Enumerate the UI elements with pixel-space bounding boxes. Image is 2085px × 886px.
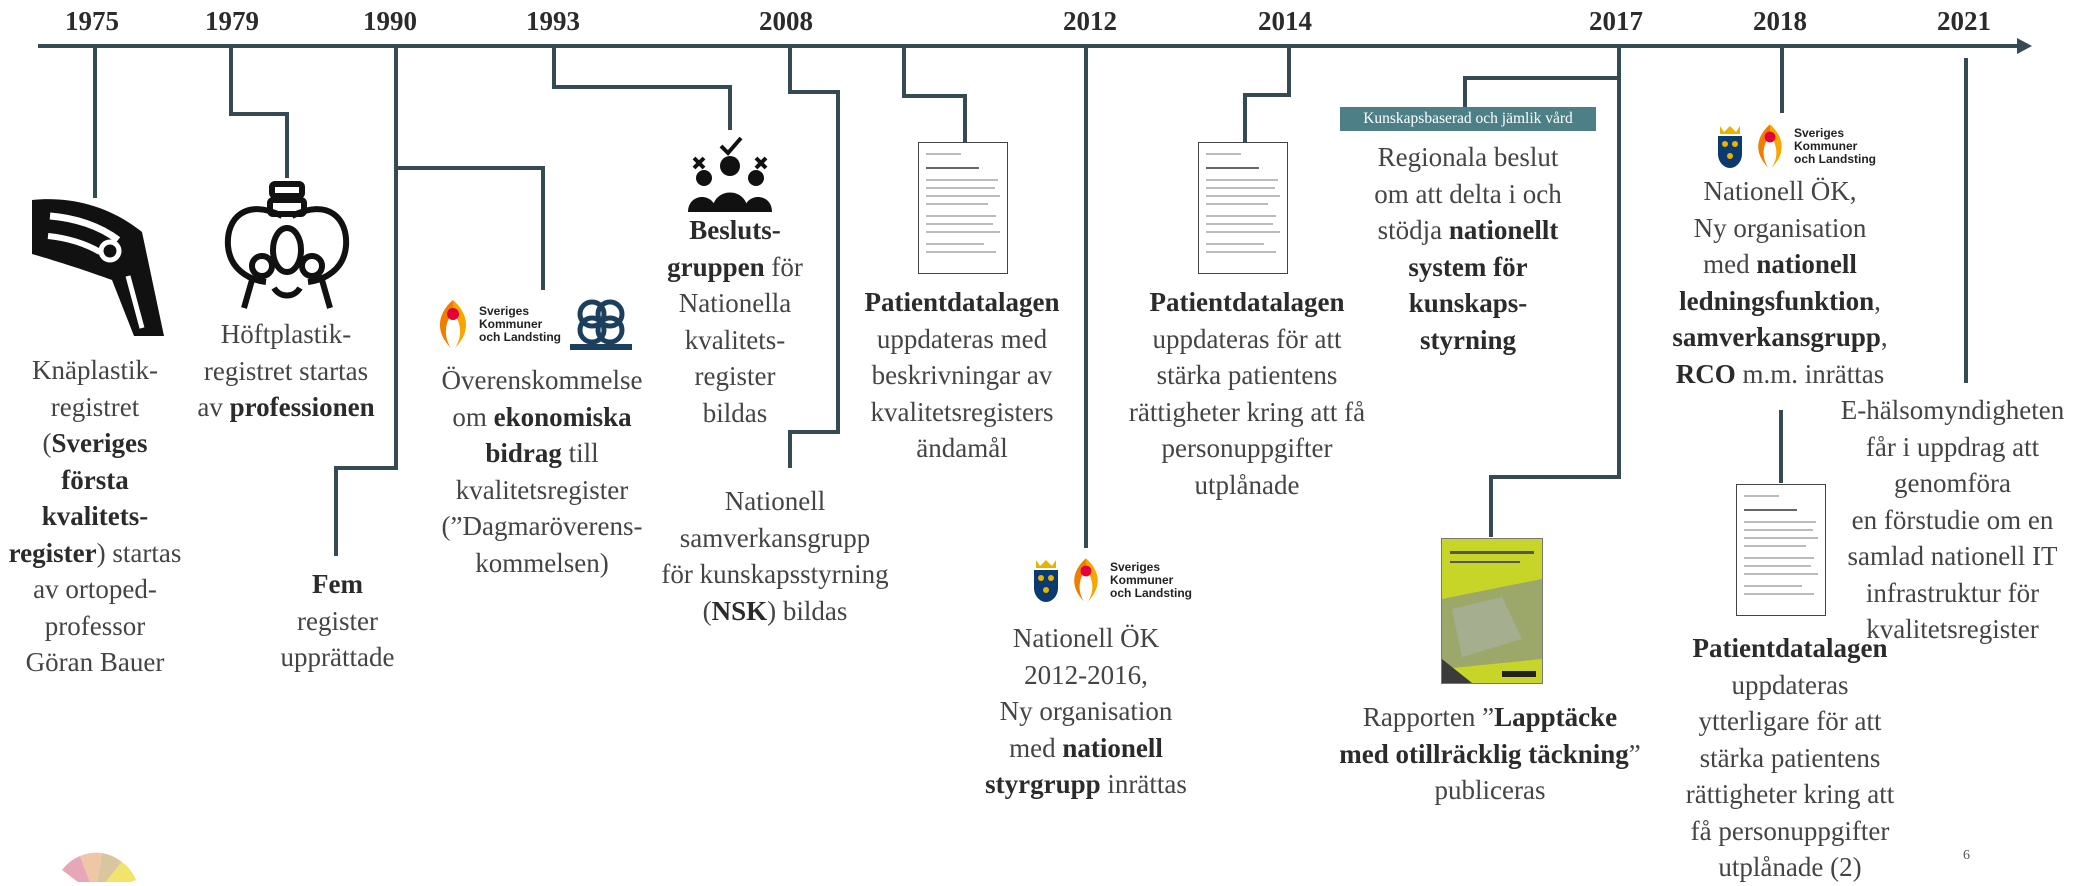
year-label-2008: 2008 — [759, 6, 813, 36]
event-2018-organisation-text: Nationell ÖK,Ny organisation med natione… — [1672, 176, 1888, 389]
year-label-2018: 2018 — [1753, 6, 1807, 36]
knee-prosthesis-icon — [32, 199, 164, 336]
decision-group-icon — [688, 136, 772, 212]
skl-logo-2012: Sverige​s Kommuner och Landsting — [1030, 556, 1192, 604]
pelvis-icon — [224, 181, 350, 309]
skl-name-line2: Kommuner — [479, 316, 543, 331]
topic-badge: Kunskapsbaserad och jämlik vård — [1340, 107, 1596, 131]
connector-1993 — [552, 46, 732, 130]
timeline-arrowhead — [2017, 38, 2032, 54]
skl-name-line3: och Landsting — [479, 329, 561, 344]
year-label-1993: 1993 — [526, 6, 580, 36]
event-1979-text: Höftplastik-registret startas av profess… — [197, 319, 375, 422]
year-label-1990: 1990 — [363, 6, 417, 36]
skl-name-line3: och Landsting — [1110, 585, 1192, 600]
skl-emblem-icon — [1758, 124, 1782, 168]
skl-emblem-icon — [439, 300, 467, 348]
skl-name-line3: och Landsting — [1794, 151, 1876, 166]
connector-1990a — [334, 46, 398, 556]
connector-2014 — [1243, 46, 1291, 142]
skl-name-line1: Sverige​s — [1110, 559, 1161, 574]
connector-2017a — [1463, 46, 1621, 108]
connector-2008a — [788, 46, 840, 468]
skl-logo-2018: Sverige​s Kommuner och Landsting — [1714, 122, 1876, 170]
skl-emblem-icon — [1074, 558, 1098, 602]
event-2017-report-text: Rapporten ”Lapptäcke med otillräcklig tä… — [1339, 702, 1641, 805]
skl-name-line1: Sverige​s — [1794, 125, 1845, 140]
year-label-1975: 1975 — [65, 6, 119, 36]
dagmar-knot-icon — [570, 299, 632, 350]
page-number: 6 — [1963, 848, 1970, 863]
skl-name-line2: Kommuner — [1110, 572, 1174, 587]
report-cover-image — [1441, 538, 1543, 684]
year-label-2014: 2014 — [1258, 6, 1312, 36]
year-label-1979: 1979 — [205, 6, 259, 36]
year-label-2021: 2021 — [1937, 6, 1991, 36]
connector-1979 — [229, 46, 289, 178]
connector-2017b — [1489, 46, 1621, 537]
swedish-coat-of-arms-icon — [1034, 560, 1058, 602]
document-thumbnail-2014 — [1198, 142, 1288, 274]
decorative-color-wheel-icon — [62, 852, 136, 882]
year-label-2012: 2012 — [1063, 6, 1117, 36]
swedish-coat-of-arms-icon — [1718, 126, 1742, 168]
skl-name-line1: Sverige​s — [479, 303, 530, 318]
document-thumbnail-2008 — [918, 142, 1008, 274]
skl-name-line2: Kommuner — [1794, 138, 1858, 153]
skl-logo-1993: Sverige​s Kommuner och Landsting — [433, 298, 561, 350]
year-label-2017: 2017 — [1589, 6, 1643, 36]
connector-2008b — [902, 46, 967, 142]
document-thumbnail-2018 — [1736, 484, 1826, 616]
connector-1990b — [396, 166, 545, 290]
